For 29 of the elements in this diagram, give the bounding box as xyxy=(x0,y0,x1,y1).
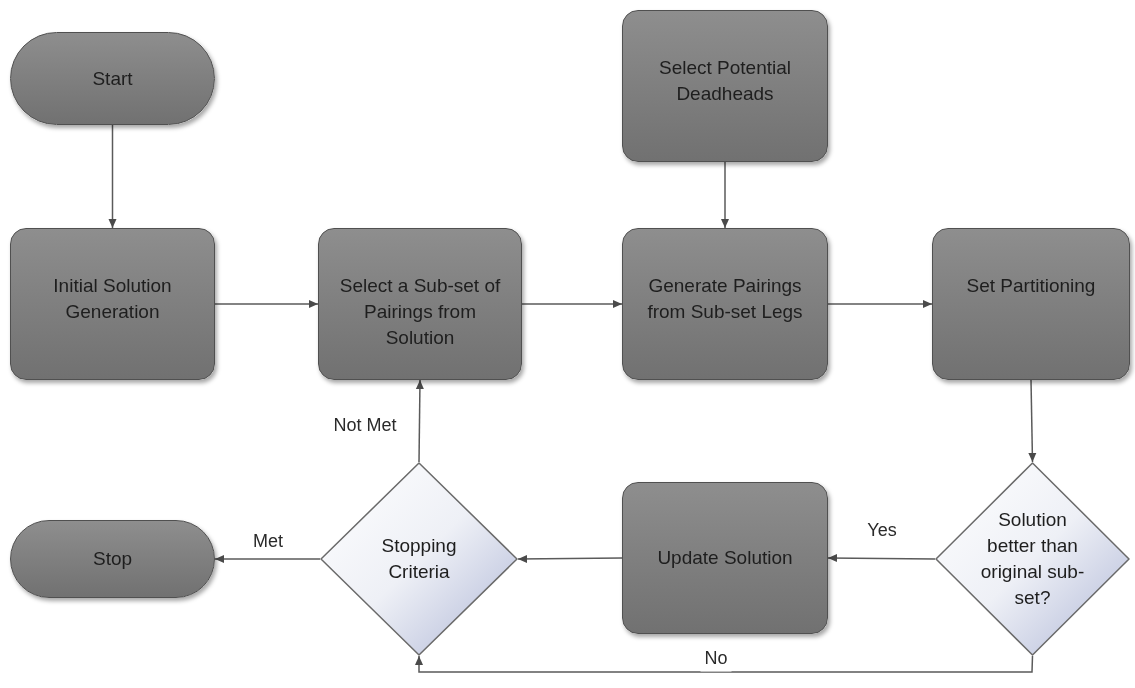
node-label: Generate Pairings from Sub-set Legs xyxy=(646,274,804,324)
arrow xyxy=(1028,379,1037,463)
arrow xyxy=(517,554,623,563)
arrow xyxy=(415,655,1034,673)
arrow xyxy=(827,300,933,308)
process-box xyxy=(318,228,522,380)
arrow xyxy=(827,554,936,563)
node-label: Select a Sub-set of Pairings from Solution xyxy=(338,274,502,350)
arrow xyxy=(214,555,321,563)
node-label: Stopping Criteria xyxy=(380,534,458,584)
terminal-pill xyxy=(10,520,215,598)
node-label: Initial Solution Generation xyxy=(52,274,173,324)
node-label: Set Partitioning xyxy=(965,274,1097,298)
terminal-pill xyxy=(10,32,215,125)
node-label: Update Solution xyxy=(656,546,794,570)
process-box xyxy=(622,228,828,380)
arrow xyxy=(521,300,623,308)
process-box xyxy=(622,482,828,634)
process-box xyxy=(10,228,215,380)
process-box xyxy=(932,228,1130,380)
process-box xyxy=(622,10,828,162)
node-label: Solution better than original sub-set? xyxy=(979,508,1086,610)
node-label: Stop xyxy=(91,547,134,571)
arrow xyxy=(415,379,424,463)
arrow xyxy=(214,300,319,308)
node-label: Start xyxy=(91,66,134,91)
arrow xyxy=(108,124,117,229)
node-label: Select Potential Deadheads xyxy=(658,56,792,106)
arrow xyxy=(721,161,729,229)
